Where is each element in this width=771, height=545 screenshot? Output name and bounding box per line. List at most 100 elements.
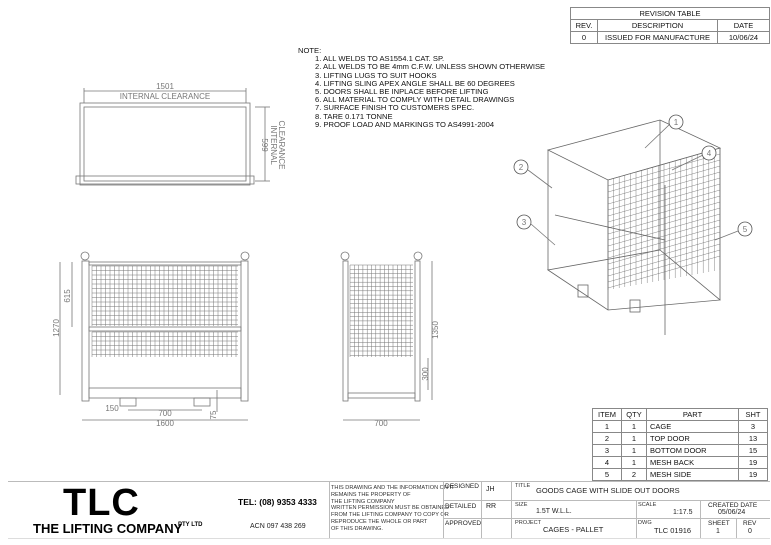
detailed-label: DETAILED [445, 503, 477, 510]
cell: 13 [738, 432, 768, 445]
cell: 1 [621, 444, 647, 457]
mesh-line [607, 183, 721, 217]
notes: NOTE: 1. ALL WELDS TO AS1554.1 CAT. SP. … [298, 46, 546, 129]
designed-value: JH [486, 486, 495, 493]
mesh-line [607, 243, 721, 277]
title-block: TLC THE LIFTING COMPANY PTY LTD TEL: (08… [8, 481, 770, 539]
dim-label: INTERNAL [269, 125, 278, 165]
company-name: THE LIFTING COMPANY [33, 521, 183, 536]
note-item: 6. ALL MATERIAL TO COMPLY WITH DETAIL DR… [315, 95, 515, 105]
mesh-line [607, 165, 721, 199]
disclaimer-line: REPRODUCE THE WHOLE OR PART [331, 518, 428, 525]
mesh-line [607, 177, 721, 211]
balloon-3: 3 [522, 218, 527, 227]
size-value: 1.5T W.L.L. [536, 508, 572, 515]
cell: 10/06/24 [717, 31, 770, 44]
mesh-line [607, 213, 721, 247]
note-item: 2. ALL WELDS TO BE 4mm C.F.W. UNLESS SHO… [315, 62, 546, 72]
telephone: TEL: (08) 9353 4333 [238, 497, 317, 507]
note-item: 9. PROOF LOAD AND MARKINGS TO AS4991-200… [315, 119, 495, 129]
col-header: PART [646, 408, 739, 421]
cell: MESH BACK [646, 456, 739, 469]
note-item: 8. TARE 0.171 TONNE [315, 111, 393, 121]
disclaimer-line: OF THIS DRAWING. [331, 525, 383, 532]
dim-pocket-offset: 150 [105, 404, 119, 413]
mesh-line [607, 231, 721, 265]
mesh-line [607, 219, 721, 253]
dim-label: INTERNAL CLEARANCE [120, 92, 210, 101]
size-label: SIZE [515, 502, 528, 508]
company-logo: TLC [63, 482, 140, 524]
title-label: TITLE [515, 483, 531, 489]
dwg-label: DWG [638, 520, 652, 526]
col-header: ITEM [592, 408, 622, 421]
dim-width: 1600 [156, 419, 174, 428]
mesh-line [607, 225, 721, 259]
cell: BOTTOM DOOR [646, 444, 739, 457]
disclaimer-line: REMAINS THE PROPERTY OF [331, 491, 411, 498]
detailed-value: RR [486, 503, 497, 510]
note-item: 4. LIFTING SLING APEX ANGLE SHALL BE 60 … [315, 78, 515, 88]
cell: 19 [738, 468, 768, 481]
col-header: QTY [621, 408, 647, 421]
mesh-line [607, 249, 721, 283]
sheet-value: 1 [716, 528, 720, 535]
note-item: 1. ALL WELDS TO AS1554.1 CAT. SP. [315, 54, 445, 64]
cell: 2 [592, 432, 622, 445]
rev-label: REV [743, 520, 757, 527]
dim-pocket-width: 700 [158, 409, 172, 418]
mesh-line [607, 207, 721, 241]
revision-table: REVISION TABLE REV. DESCRIPTION DATE 0 I… [570, 7, 770, 44]
mesh-line [607, 171, 721, 205]
cell: MESH SIDE [646, 468, 739, 481]
col-header: SHT [738, 408, 768, 421]
side-view: 700 1350 300 [340, 251, 440, 428]
cell: 1 [592, 420, 622, 433]
cell: 1 [621, 456, 647, 469]
created-label: CREATED DATE [708, 502, 758, 509]
mesh-line [607, 201, 721, 235]
cell: ISSUED FOR MANUFACTURE [597, 31, 718, 44]
cell: 15 [738, 444, 768, 457]
mesh-line [607, 195, 721, 229]
balloon-4: 4 [707, 149, 712, 158]
cell: 1 [621, 420, 647, 433]
sheet-label: SHEET [708, 520, 730, 527]
cell: 2 [621, 468, 647, 481]
mesh-line [607, 255, 721, 289]
disclaimer-line: THIS DRAWING AND THE INFORMATION ON IT [331, 485, 455, 491]
project-label: PROJECT [515, 520, 542, 526]
project-value: CAGES - PALLET [543, 525, 604, 534]
scale-value: 1:17.5 [673, 509, 693, 516]
mesh-line [607, 189, 721, 223]
cell: 4 [592, 456, 622, 469]
cell: 3 [738, 420, 768, 433]
cell: 3 [592, 444, 622, 457]
dim-height: 1350 [431, 321, 440, 339]
rev-value: 0 [748, 528, 752, 535]
dwg-value: TLC 01916 [654, 526, 692, 535]
disclaimer-line: THE LIFTING COMPANY [331, 498, 395, 505]
mesh-line [607, 237, 721, 271]
front-view: 1600 700 150 75 1270 615 [52, 251, 250, 428]
cell: TOP DOOR [646, 432, 739, 445]
dim-depth: 599 [260, 138, 269, 152]
cell: 19 [738, 456, 768, 469]
notes-title: NOTE: [298, 46, 322, 55]
dim-door: 300 [421, 367, 430, 381]
balloon-1: 1 [674, 118, 679, 127]
note-item: 3. LIFTING LUGS TO SUIT HOOKS [315, 70, 437, 80]
company-suffix: PTY LTD [178, 522, 203, 528]
note-item: 5. DOORS SHALL BE INPLACE BEFORE LIFTING [315, 87, 489, 97]
drawing-title: GOODS CAGE WITH SLIDE OUT DOORS [536, 486, 680, 495]
cell: 5 [592, 468, 622, 481]
top-view: 1501 INTERNAL CLEARANCE 599 INTERNAL CLE… [75, 82, 286, 186]
dim-upper: 615 [63, 289, 72, 303]
